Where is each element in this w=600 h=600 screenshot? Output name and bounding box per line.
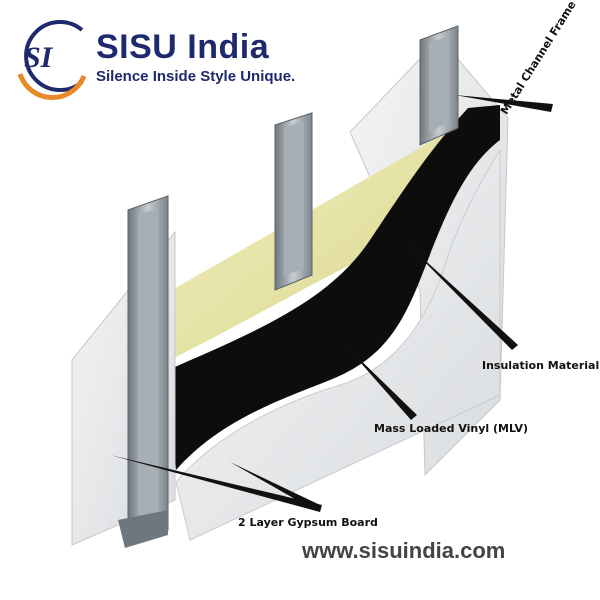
label-mass-loaded-vinyl: Mass Loaded Vinyl (MLV) bbox=[374, 422, 529, 435]
pointer-gypsum-b bbox=[230, 462, 320, 511]
logo-icon: SI bbox=[17, 20, 87, 101]
label-insulation-material: Insulation Material bbox=[482, 359, 600, 372]
website-link[interactable]: www.sisuindia.com bbox=[302, 538, 506, 563]
pointer-mlv bbox=[345, 345, 417, 420]
brand-block: SISU India Silence Inside Style Unique. bbox=[96, 28, 295, 85]
pointer-gypsum-a bbox=[110, 455, 322, 512]
pointer-insulation bbox=[405, 242, 518, 350]
front-gypsum-board bbox=[175, 148, 501, 541]
metal-stud-left bbox=[118, 195, 169, 548]
label-gypsum-board: 2 Layer Gypsum Board bbox=[238, 516, 378, 529]
insulation-layer bbox=[170, 126, 458, 360]
metal-stud-right bbox=[419, 25, 459, 146]
logo-letters: SI bbox=[24, 41, 54, 74]
mass-loaded-vinyl-layer bbox=[168, 105, 500, 470]
brand-name: SISU India bbox=[96, 28, 270, 66]
brand-tagline: Silence Inside Style Unique. bbox=[96, 68, 296, 85]
metal-stud-middle bbox=[274, 112, 313, 291]
pointer-metal-channel bbox=[455, 95, 553, 112]
